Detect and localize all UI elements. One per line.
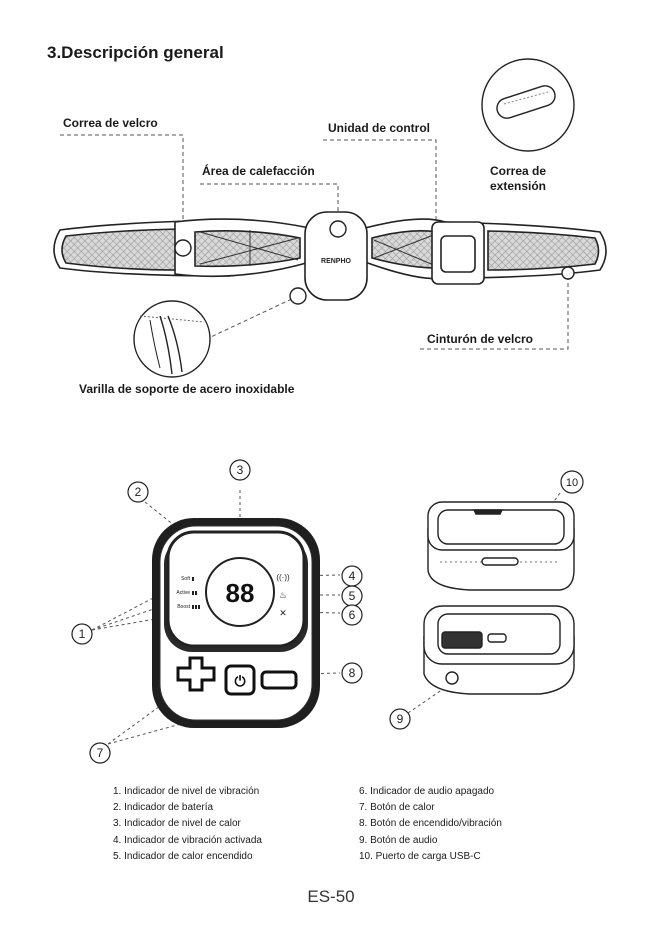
- heating-point: [329, 220, 347, 238]
- svg-text:9: 9: [397, 712, 404, 726]
- legend-item: 3. Indicador de nivel de calor: [113, 818, 241, 830]
- level-boost: Boost: [177, 604, 190, 610]
- callout-8: [341, 662, 363, 684]
- svg-text:4: 4: [349, 569, 356, 583]
- legend-item: 8. Botón de encendido/vibración: [359, 818, 502, 830]
- legend-item: 5. Indicador de calor encendido: [113, 850, 253, 862]
- svg-text:⏻: ⏻: [234, 673, 245, 689]
- legend-item: 2. Indicador de batería: [113, 802, 214, 814]
- svg-text:6: 6: [349, 608, 356, 622]
- leader-velcro-strap: [60, 134, 184, 240]
- power-button[interactable]: ⏻: [224, 664, 256, 696]
- callouts: [71, 459, 584, 764]
- usb-port-view: [427, 501, 575, 591]
- audio-off-icon: ✕: [279, 608, 287, 618]
- callout-10: [560, 470, 584, 494]
- legend-item: 6. Indicador de audio apagado: [359, 786, 495, 797]
- legend-item: 4. Indicador de vibración activada: [113, 834, 262, 846]
- svg-text:5: 5: [349, 589, 356, 603]
- callout-1: [71, 623, 93, 645]
- leader-velcro-belt: [420, 276, 569, 350]
- velcro-belt-point: [561, 266, 575, 280]
- label-extension-strap: Correa de extensión: [489, 164, 547, 193]
- belt: [53, 211, 607, 301]
- label-velcro-belt: Cinturón de velcro: [427, 332, 534, 346]
- heat-on-icon: ♨: [279, 590, 287, 600]
- leader-heating-area: [200, 183, 339, 222]
- svg-text:3: 3: [237, 463, 244, 477]
- svg-text:10: 10: [566, 477, 578, 489]
- minus-button[interactable]: [260, 670, 298, 690]
- level-active: Active: [176, 590, 190, 596]
- callout-9: [389, 708, 411, 730]
- svg-text:1: 1: [79, 627, 86, 641]
- heat-level-display: 88: [226, 578, 255, 608]
- legend-item: 7. Botón de calor: [359, 802, 435, 814]
- callout-6: [341, 604, 363, 626]
- page-number: ES-50: [307, 887, 355, 906]
- support-rod-detail: [133, 300, 211, 378]
- brand-logo: RENPHO: [321, 258, 352, 265]
- label-control-unit: Unidad de control: [328, 121, 430, 135]
- legend-item: 9. Botón de audio: [359, 834, 438, 846]
- svg-text:2: 2: [135, 485, 142, 499]
- extension-strap-detail: [481, 58, 575, 152]
- heat-button[interactable]: [176, 656, 216, 692]
- control-diagram: 88 Soft Active Boost ((·)) ♨ ✕ ⏻: [71, 459, 584, 764]
- svg-text:8: 8: [349, 666, 356, 680]
- legend-left: 1. Indicador de nivel de vibración 2. In…: [113, 784, 262, 865]
- callout-2: [127, 481, 149, 503]
- velcro-tab-left: [174, 239, 192, 257]
- legend-item: 10. Puerto de carga USB-C: [359, 850, 481, 862]
- leader-control-unit: [323, 139, 437, 224]
- level-soft: Soft: [181, 576, 191, 582]
- audio-button-view: [423, 605, 575, 695]
- vibration-on-icon: ((·)): [276, 573, 290, 582]
- legend-item: 1. Indicador de nivel de vibración: [113, 786, 260, 797]
- page-title: 3.Descripción general: [47, 43, 224, 62]
- rod-point: [289, 287, 307, 305]
- label-velcro-strap: Correa de velcro: [63, 116, 158, 130]
- svg-text:7: 7: [97, 746, 104, 760]
- callout-3: [229, 459, 251, 481]
- belt-diagram: RENPHO: [53, 58, 607, 378]
- callout-7: [89, 742, 111, 764]
- label-support-rod: Varilla de soporte de acero inoxidable: [79, 382, 295, 396]
- controller-unit: 88 Soft Active Boost ((·)) ♨ ✕ ⏻: [152, 518, 320, 728]
- label-heating-area: Área de calefacción: [202, 164, 315, 178]
- legend-right: 6. Indicador de audio apagado 7. Botón d…: [359, 784, 502, 865]
- leader-support-rod: [197, 295, 299, 344]
